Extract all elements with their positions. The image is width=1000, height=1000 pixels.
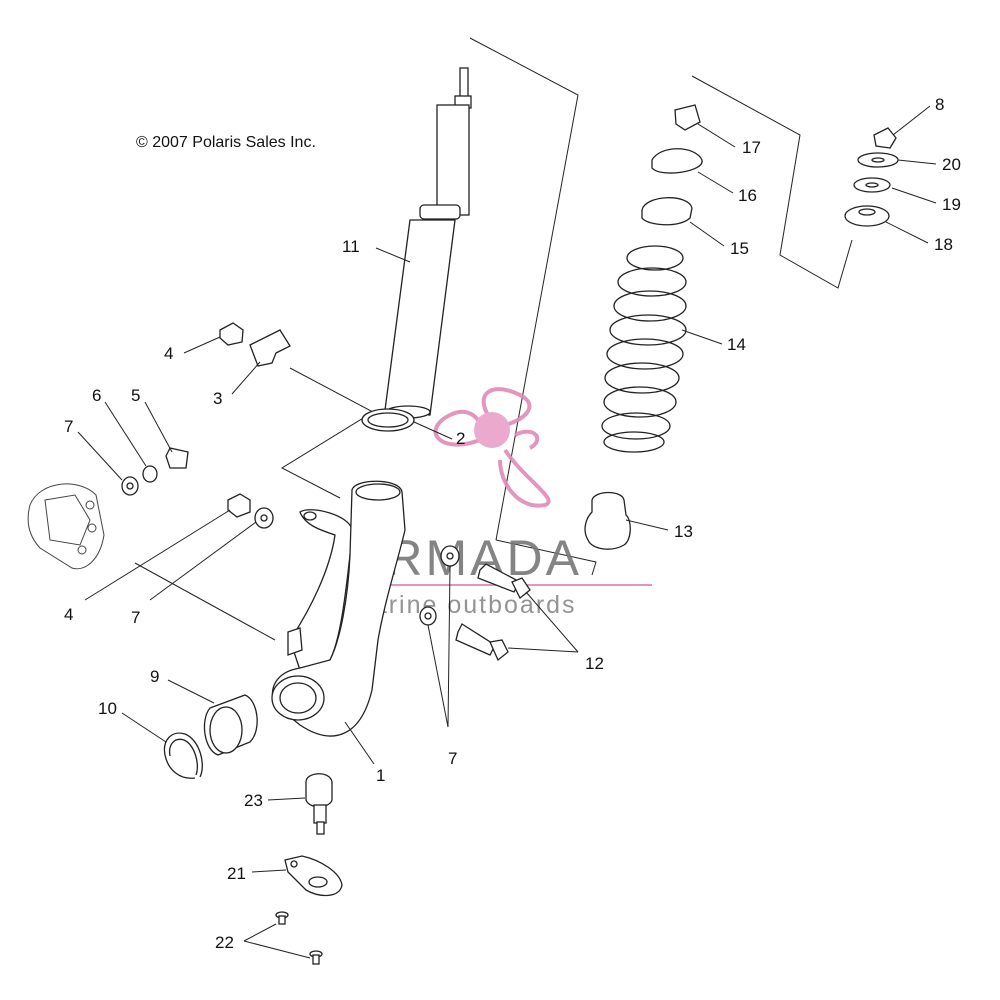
part-washer-7-right-upper [440, 545, 460, 567]
copyright-text: © 2007 Polaris Sales Inc. [136, 134, 316, 151]
part-wheel-bearing [203, 694, 258, 756]
part-screw-22-lower [309, 950, 323, 965]
part-nut-17 [674, 104, 701, 131]
callout-22: 22 [215, 933, 234, 952]
part-bump-stop [584, 491, 631, 550]
part-nut-8 [873, 127, 897, 149]
part-spring-cap-16 [651, 148, 703, 174]
callout-6: 6 [92, 386, 101, 405]
part-washer-7-left [121, 476, 139, 496]
callout-10: 10 [98, 699, 117, 718]
part-bolt-12-upper [477, 563, 531, 600]
callout-13: 13 [674, 522, 693, 541]
propeller-logo-icon [433, 387, 551, 508]
part-mounting-plate [284, 855, 343, 897]
callout-5: 5 [131, 386, 140, 405]
callout-11: 11 [342, 237, 360, 256]
callout-9: 9 [150, 667, 159, 686]
callout-18: 18 [934, 235, 953, 254]
callout-21: 21 [227, 864, 246, 883]
part-nut-4-top [219, 322, 244, 346]
callout-23: 23 [244, 791, 263, 810]
callout-7-left: 7 [64, 417, 73, 436]
callout-1: 1 [376, 766, 385, 785]
callout-12: 12 [585, 654, 604, 673]
part-washer-7-right-lower [419, 606, 437, 626]
callout-15: 15 [730, 239, 749, 258]
callout-20: 20 [942, 155, 961, 174]
part-screw-22-upper [275, 911, 289, 925]
callout-4-bottom: 4 [64, 605, 73, 624]
callout-labels: 11 2 17 16 15 14 13 8 20 19 18 4 3 5 6 7… [64, 95, 961, 952]
callout-14: 14 [727, 335, 746, 354]
part-spring-retainer-15 [641, 197, 693, 226]
part-snap-ring [163, 732, 203, 779]
grouping-lines [134, 37, 853, 641]
part-strut-mount-18 [844, 205, 890, 227]
part-washer-20 [857, 152, 899, 168]
callout-8: 8 [935, 95, 944, 114]
part-strut-cartridge [384, 67, 472, 419]
part-washer-7-mid [254, 507, 274, 529]
callout-19: 19 [942, 195, 961, 214]
part-bolt-12-lower [455, 623, 509, 662]
part-washer-19 [853, 177, 891, 193]
part-steering-knuckle [271, 480, 406, 737]
part-gasket-ring [361, 408, 415, 432]
part-brake-caliper [27, 483, 105, 570]
part-washer-6 [142, 465, 158, 483]
part-ball-joint [305, 773, 333, 835]
part-bolt-5 [165, 447, 189, 469]
part-nut-4-bottom [227, 493, 251, 518]
part-coil-spring [601, 245, 687, 453]
callout-17: 17 [742, 138, 761, 157]
callout-16: 16 [738, 186, 757, 205]
part-clip-3 [249, 329, 291, 367]
callout-7-right: 7 [448, 749, 457, 768]
callout-2: 2 [456, 429, 465, 448]
callout-3: 3 [213, 389, 222, 408]
callout-7-mid: 7 [131, 608, 140, 627]
callout-4-top: 4 [164, 344, 173, 363]
leader-lines [77, 105, 937, 959]
